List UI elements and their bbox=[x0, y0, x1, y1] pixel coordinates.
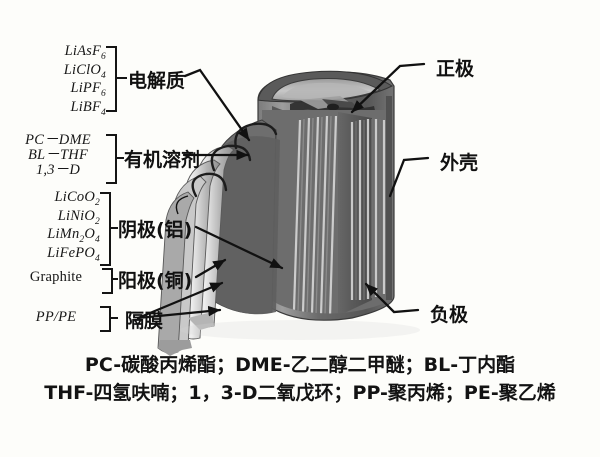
formula-group-separator: PP/PE bbox=[12, 310, 100, 325]
formula-item: LiAsF6 bbox=[64, 43, 106, 62]
leader-electrolyte bbox=[183, 68, 251, 142]
formula-item: LiCoO2 bbox=[54, 189, 100, 208]
formula-item: PC－DME bbox=[25, 132, 91, 148]
formula-item: LiPF6 bbox=[70, 80, 106, 100]
connector-anode bbox=[111, 278, 118, 280]
cell-can bbox=[257, 70, 395, 321]
formula-group-anode: Graphite bbox=[12, 270, 100, 285]
bracket-organic-solvent bbox=[106, 134, 117, 184]
legend-line-2: THF-四氢呋喃；1，3-D二氧戊环；PP-聚丙烯；PE-聚乙烯 bbox=[44, 382, 556, 404]
leader-shell bbox=[388, 156, 430, 198]
formula-item: LiMn2O4 bbox=[47, 226, 100, 246]
leader-negative bbox=[364, 282, 420, 314]
formula-item: LiClO4 bbox=[63, 61, 106, 81]
label-positive-electrode: 正极 bbox=[436, 58, 475, 80]
electrode-stack bbox=[262, 96, 392, 314]
leader-cathode bbox=[194, 225, 284, 270]
bracket-electrolyte bbox=[106, 46, 117, 112]
label-organic-solvent: 有机溶剂 bbox=[124, 149, 201, 171]
formula-item: PP/PE bbox=[35, 309, 77, 325]
connector-cathode bbox=[109, 227, 118, 229]
label-shell: 外壳 bbox=[440, 152, 479, 174]
label-separator: 隔膜 bbox=[125, 310, 164, 332]
connector-separator bbox=[109, 317, 118, 319]
formula-group-organic-solvent: PC－DME BL－THF 1,3－D bbox=[10, 133, 106, 177]
label-cathode: 阴极(铝) bbox=[118, 219, 193, 241]
legend-line-1: PC-碳酸丙烯酯；DME-乙二醇二甲醚；BL-丁内酯 bbox=[84, 354, 516, 376]
bracket-cathode bbox=[100, 192, 111, 266]
label-negative-electrode: 负极 bbox=[430, 304, 469, 326]
formula-item: LiFePO4 bbox=[47, 244, 100, 264]
leader-positive bbox=[350, 62, 426, 114]
formula-item: 1,3－D bbox=[35, 161, 81, 178]
label-electrolyte: 电解质 bbox=[128, 70, 186, 92]
formula-item: LiBF4 bbox=[70, 98, 106, 118]
connector-electrolyte bbox=[115, 77, 127, 79]
formula-group-cathode: LiCoO2 LiNiO2 LiMn2O4 LiFePO4 bbox=[14, 190, 100, 264]
bracket-anode bbox=[102, 268, 113, 294]
formula-item: Graphite bbox=[29, 269, 83, 285]
leader-anode bbox=[194, 258, 227, 279]
bracket-separator bbox=[100, 306, 111, 332]
formula-group-electrolyte: LiAsF6 LiClO4 LiPF6 LiBF4 bbox=[28, 44, 106, 118]
formula-item: BL－THF bbox=[27, 146, 88, 163]
formula-item: LiNiO2 bbox=[57, 207, 100, 227]
connector-organic-solvent bbox=[115, 157, 124, 159]
label-anode: 阳极(铜) bbox=[118, 270, 193, 292]
